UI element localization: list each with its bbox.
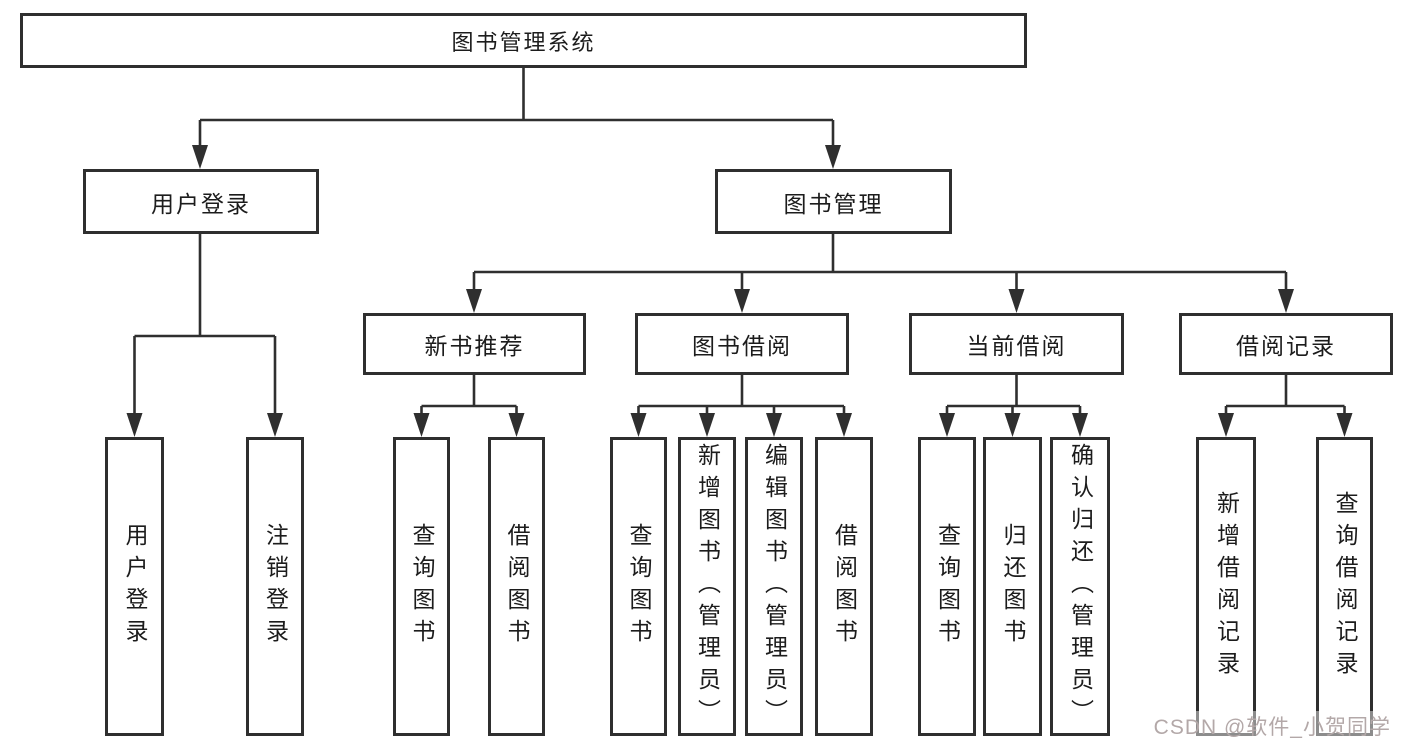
node-new-book-recommend-label: 新书推荐 <box>424 333 525 359</box>
leaf-edit-book-admin-label: 编辑图书（管理员） <box>761 442 788 731</box>
leaf-query-books-borrowing: 查询图书 <box>610 437 667 736</box>
leaf-add-book-admin-label: 新增图书（管理员） <box>694 442 721 731</box>
leaf-add-book-admin: 新增图书（管理员） <box>678 437 736 736</box>
node-current-borrowing: 当前借阅 <box>909 313 1124 375</box>
leaf-return-book-label: 归还图书 <box>1000 522 1026 651</box>
leaf-confirm-return-admin-label: 确认归还（管理员） <box>1067 442 1094 731</box>
leaf-query-books-current: 查询图书 <box>918 437 976 736</box>
leaf-user-login-label: 用户登录 <box>122 522 148 651</box>
leaf-confirm-return-admin: 确认归还（管理员） <box>1050 437 1110 736</box>
node-user-login: 用户登录 <box>83 169 319 234</box>
leaf-borrow-books-recommend-label: 借阅图书 <box>504 522 530 651</box>
leaf-query-books-recommend-label: 查询图书 <box>409 522 435 651</box>
leaf-borrow-books-borrowing-label: 借阅图书 <box>831 522 858 651</box>
node-book-management-label: 图书管理 <box>783 190 884 217</box>
leaf-borrow-books-borrowing: 借阅图书 <box>815 437 873 736</box>
leaf-return-book: 归还图书 <box>983 437 1042 736</box>
leaf-add-borrow-record: 新增借阅记录 <box>1196 437 1256 736</box>
node-book-management: 图书管理 <box>715 169 952 234</box>
leaf-query-borrow-record-label: 查询借阅记录 <box>1332 490 1358 683</box>
node-library-system: 图书管理系统 <box>20 13 1027 68</box>
leaf-user-login: 用户登录 <box>105 437 164 736</box>
node-user-login-label: 用户登录 <box>151 190 251 217</box>
csdn-watermark: CSDN @软件_小贺同学 <box>1153 711 1391 741</box>
node-book-borrowing: 图书借阅 <box>635 313 849 375</box>
leaf-edit-book-admin: 编辑图书（管理员） <box>745 437 803 736</box>
leaf-logout-label: 注销登录 <box>262 522 289 651</box>
node-book-borrowing-label: 图书借阅 <box>692 333 792 359</box>
leaf-query-books-current-label: 查询图书 <box>934 522 961 651</box>
node-borrowing-records: 借阅记录 <box>1179 313 1393 375</box>
leaf-query-borrow-record: 查询借阅记录 <box>1316 437 1373 736</box>
leaf-logout: 注销登录 <box>246 437 304 736</box>
node-current-borrowing-label: 当前借阅 <box>966 333 1067 359</box>
node-new-book-recommend: 新书推荐 <box>363 313 586 375</box>
leaf-query-books-recommend: 查询图书 <box>393 437 450 736</box>
leaf-add-borrow-record-label: 新增借阅记录 <box>1213 490 1240 683</box>
leaf-borrow-books-recommend: 借阅图书 <box>488 437 545 736</box>
leaf-query-books-borrowing-label: 查询图书 <box>626 522 652 651</box>
node-borrowing-records-label: 借阅记录 <box>1236 333 1336 359</box>
node-library-system-label: 图书管理系统 <box>451 29 596 55</box>
